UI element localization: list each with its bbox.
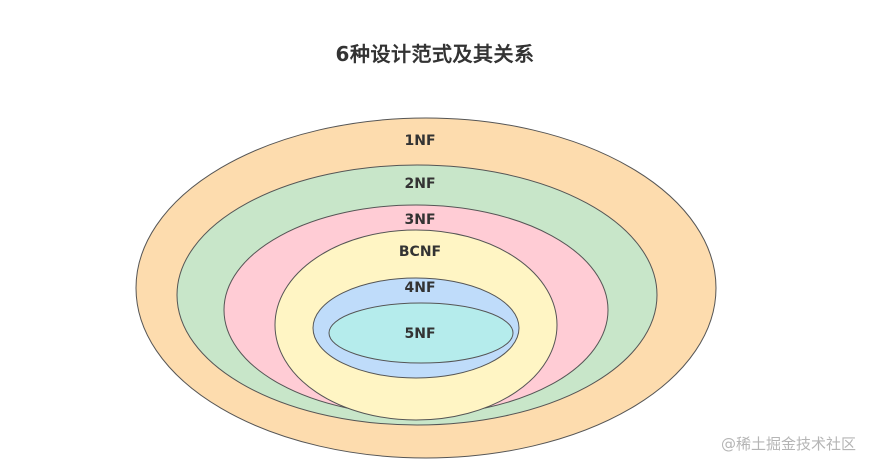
label-bcnf: BCNF — [399, 244, 441, 260]
label-2nf: 2NF — [404, 176, 435, 192]
diagram-title: 6种设计范式及其关系 — [335, 42, 535, 66]
label-5nf: 5NF — [404, 326, 435, 342]
watermark: @稀土掘金技术社区 — [720, 435, 856, 453]
ring-5nf — [328, 302, 514, 364]
label-3nf: 3NF — [404, 212, 435, 228]
label-1nf: 1NF — [404, 133, 435, 149]
label-4nf: 4NF — [404, 280, 435, 296]
